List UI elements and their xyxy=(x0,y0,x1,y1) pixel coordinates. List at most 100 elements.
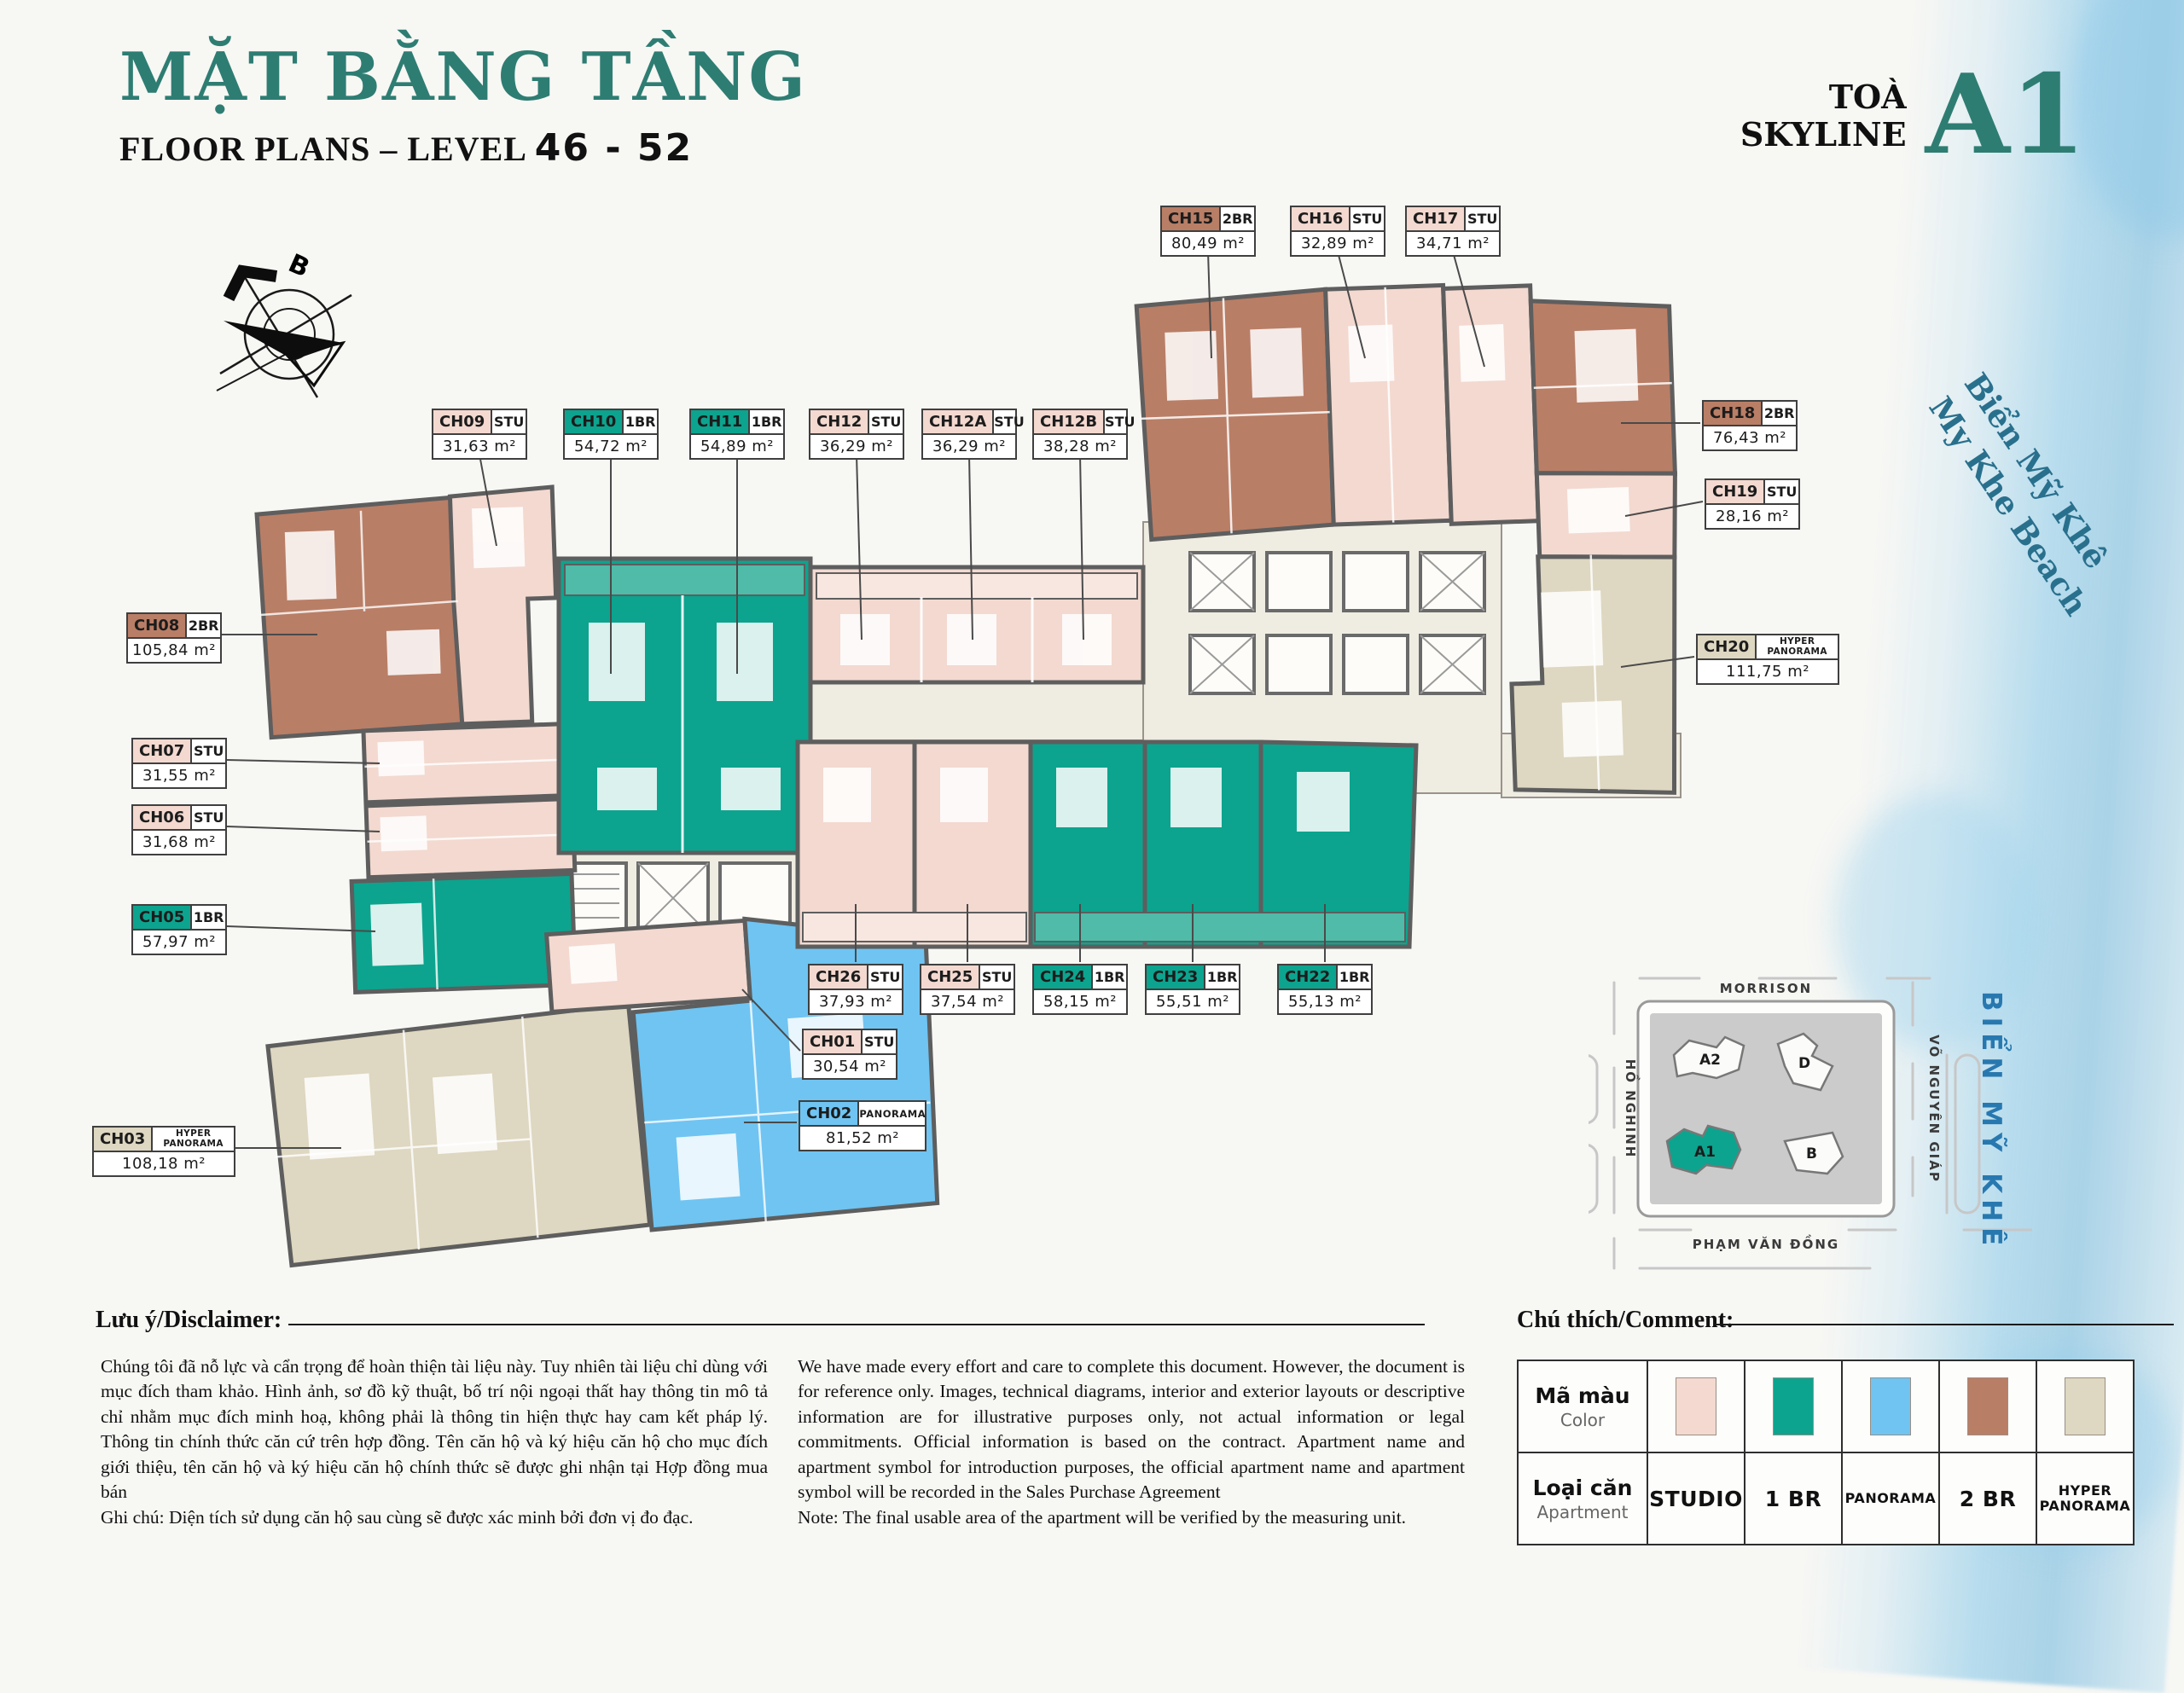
legend-type-name: 1 BR xyxy=(1764,1486,1822,1511)
unit-type: STU xyxy=(193,743,224,759)
tower-line2: SKYLINE xyxy=(1740,114,1907,154)
disclaimer-en-text: We have made every effort and care to co… xyxy=(798,1356,1465,1503)
unit-code: CH06 xyxy=(133,806,193,829)
unit-type: PANORAMA xyxy=(859,1107,926,1120)
legend-swatch xyxy=(1773,1377,1814,1435)
unit-area: 108,18 m² xyxy=(122,1155,206,1173)
leader-line-CH12B xyxy=(1079,454,1084,641)
unit-type: STU xyxy=(1351,211,1383,227)
unit-area: 81,52 m² xyxy=(825,1129,899,1147)
minimap-building-a2: A2 xyxy=(1699,1052,1721,1069)
unit-type: 2BR xyxy=(188,617,219,634)
unit-area: 28,16 m² xyxy=(1715,507,1789,525)
legend-swatch-cell xyxy=(1647,1360,1745,1453)
unit-code: CH15 xyxy=(1162,207,1222,230)
legend-type-cell: 1 BR xyxy=(1744,1452,1843,1545)
leader-line-CH16 xyxy=(1337,251,1366,359)
unit-area: 80,49 m² xyxy=(1170,235,1245,252)
legend-swatch xyxy=(1870,1377,1911,1435)
unit-code: CH01 xyxy=(804,1030,863,1053)
leader-line-CH20 xyxy=(1620,656,1695,668)
legend-type-name: 2 BR xyxy=(1959,1486,2017,1511)
legend-swatch-cell xyxy=(2036,1360,2135,1453)
leader-line-CH19 xyxy=(1624,501,1704,517)
unit-type: HYPER PANORAMA xyxy=(1767,635,1827,657)
page-title-block: MẶT BẰNG TẦNG FLOOR PLANS – LEVEL 46 - 5… xyxy=(119,38,808,171)
leader-line-CH07 xyxy=(226,759,380,764)
unit-type: 2BR xyxy=(1222,211,1253,227)
page-title: MẶT BẰNG TẦNG xyxy=(119,38,808,116)
leader-line-CH06 xyxy=(226,826,380,832)
legend-type-cell: HYPER PANORAMA xyxy=(2036,1452,2135,1545)
legend-color-label-en: Color xyxy=(1560,1409,1606,1430)
leader-line-CH09 xyxy=(479,454,497,547)
subtitle-text: FLOOR PLANS – LEVEL xyxy=(119,130,526,168)
unit-code: CH23 xyxy=(1147,965,1206,989)
unit-code: CH09 xyxy=(433,410,493,433)
unit-code: CH24 xyxy=(1034,965,1094,989)
unit-type: 1BR xyxy=(193,909,224,925)
unit-code: CH02 xyxy=(800,1102,860,1125)
unit-area: 36,29 m² xyxy=(932,438,1006,455)
minimap-building-b: B xyxy=(1806,1145,1817,1162)
unit-code: CH20 xyxy=(1698,635,1757,658)
legend-type-cell: 2 BR xyxy=(1938,1452,2037,1545)
leader-line-CH12 xyxy=(856,454,863,641)
legend-color-label-vi: Mã màu xyxy=(1535,1383,1630,1408)
unit-area: 34,71 m² xyxy=(1415,235,1490,252)
unit-code: CH22 xyxy=(1279,965,1339,989)
unit-area: 38,28 m² xyxy=(1043,438,1117,455)
unit-code: CH05 xyxy=(133,906,193,929)
unit-area: 31,68 m² xyxy=(142,833,216,851)
unit-code: CH19 xyxy=(1706,480,1766,503)
unit-area: 111,75 m² xyxy=(1726,663,1809,681)
unit-label-CH20: CH20 HYPER PANORAMA 111,75 m² xyxy=(1696,634,1839,685)
north-compass-icon: B xyxy=(216,248,352,398)
disclaimer-vi-text: Chúng tôi đã nỗ lực và cẩn trọng để hoàn… xyxy=(101,1356,768,1503)
unit-code: CH16 xyxy=(1292,207,1351,230)
unit-code: CH12B xyxy=(1034,410,1106,433)
unit-code: CH08 xyxy=(128,614,188,637)
unit-area: 57,97 m² xyxy=(142,933,216,951)
unit-type: 1BR xyxy=(624,414,656,430)
unit-type: STU xyxy=(1105,414,1136,430)
legend-swatch xyxy=(1676,1377,1716,1435)
unit-type: 1BR xyxy=(1094,969,1125,985)
street-ho-nghinh: HỒ NGHINH xyxy=(1623,1059,1641,1159)
unit-code: CH26 xyxy=(810,965,869,989)
unit-type: 1BR xyxy=(751,414,782,430)
legend-swatch xyxy=(2065,1377,2106,1435)
tower-name: TOÀ SKYLINE xyxy=(1740,78,1907,153)
legend-swatch-cell xyxy=(1744,1360,1843,1453)
leader-lines xyxy=(222,251,1704,1149)
legend-type-label-vi: Loại căn xyxy=(1532,1475,1633,1500)
street-vo-nguyen-giap: VÕ NGUYÊN GIÁP xyxy=(1926,1035,1943,1183)
disclaimer-rule xyxy=(288,1324,1425,1325)
disclaimer-heading: Lưu ý/Disclaimer: xyxy=(96,1307,282,1333)
leader-line-CH15 xyxy=(1207,251,1212,359)
disclaimer-en-note: Note: The final usable area of the apart… xyxy=(798,1506,1407,1528)
unit-type: STU xyxy=(870,414,902,430)
legend-type-cell: PANORAMA xyxy=(1841,1452,1940,1545)
minimap-building-a1: A1 xyxy=(1694,1144,1716,1161)
unit-code: CH11 xyxy=(691,410,751,433)
street-morrison: MORRISON xyxy=(1720,981,1812,996)
unit-area: 54,89 m² xyxy=(700,438,774,455)
unit-type: STU xyxy=(193,809,224,826)
